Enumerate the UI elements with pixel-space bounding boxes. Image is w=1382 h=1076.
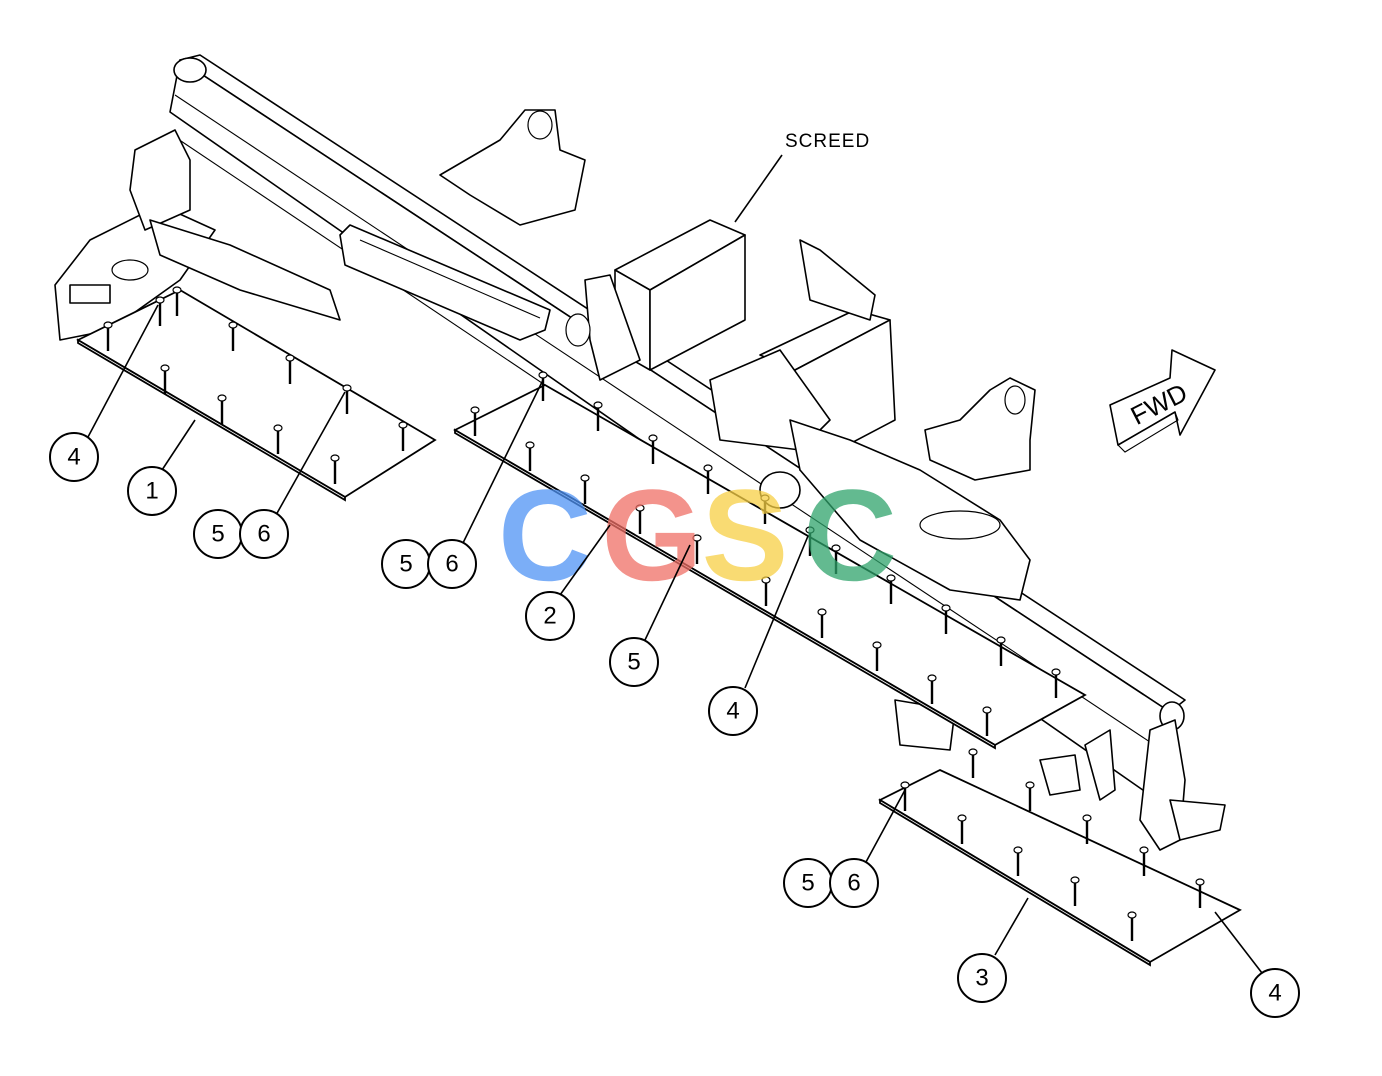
bolt-group: [103, 286, 1205, 941]
bolt: [342, 384, 352, 414]
plate-1: [76, 288, 437, 499]
callout-6-plate1: 6: [239, 509, 289, 559]
bolt: [760, 494, 770, 524]
bolt: [886, 574, 896, 604]
bolt: [538, 371, 548, 401]
callouts: 4 1 5 6 5 6 2 5: [49, 432, 1300, 1018]
callout-5-center: 5: [609, 637, 659, 687]
bolt: [1082, 814, 1092, 844]
bolt: [968, 748, 978, 778]
bolt: [941, 604, 951, 634]
callout-label: 1: [145, 478, 158, 505]
bolt: [160, 364, 170, 394]
bolt: [648, 434, 658, 464]
watermark-letter: C: [803, 462, 897, 608]
screed-callout: SCREED: [734, 131, 870, 223]
callout-label: 6: [257, 521, 270, 548]
callout-4-right: 4: [1250, 968, 1300, 1018]
bolt: [398, 421, 408, 451]
bolt: [927, 674, 937, 704]
bolt: [817, 608, 827, 638]
bolt: [1070, 876, 1080, 906]
bolt: [525, 441, 535, 471]
bolt: [470, 406, 480, 436]
bolt: [703, 464, 713, 494]
callout-1: 1: [127, 466, 177, 516]
bolt: [1195, 878, 1205, 908]
callout-5-plate3: 5: [783, 858, 833, 908]
callout-label: 6: [445, 551, 458, 578]
bottom-plates: [76, 288, 1242, 967]
beam-end-cap-left: [173, 57, 207, 83]
watermark-letter: C: [498, 462, 592, 608]
screed-frame: [54, 54, 1226, 851]
callout-6-plate2: 6: [427, 539, 477, 589]
callout-4-left: 4: [49, 432, 99, 482]
bolt: [155, 296, 165, 326]
callout-label: 4: [1268, 980, 1281, 1007]
watermark-letter: S: [702, 462, 789, 608]
callout-label: 2: [543, 603, 556, 630]
bolt: [172, 286, 182, 316]
bolt: [982, 706, 992, 736]
bolt: [285, 354, 295, 384]
screed-label: SCREED: [785, 131, 870, 152]
bolt: [580, 474, 590, 504]
bolt: [831, 544, 841, 574]
bolt: [996, 636, 1006, 666]
bolt: [593, 401, 603, 431]
bolt: [900, 781, 910, 811]
watermark-letter: G: [601, 462, 702, 608]
bolt: [217, 394, 227, 424]
bolt: [957, 814, 967, 844]
bolt: [1013, 846, 1023, 876]
bolt: [1139, 846, 1149, 876]
callout-label: 4: [67, 444, 80, 471]
callout-label: 6: [847, 870, 860, 897]
callout-6-plate3: 6: [829, 858, 879, 908]
bolt: [692, 534, 702, 564]
tow-lug-center: [439, 109, 586, 226]
bolt: [1127, 911, 1137, 941]
bolt: [1051, 668, 1061, 698]
fwd-arrow: FWD: [1109, 349, 1216, 453]
bolt: [273, 424, 283, 454]
callout-5-plate1: 5: [193, 509, 243, 559]
bolt: [330, 454, 340, 484]
callout-3: 3: [957, 953, 1007, 1003]
callout-leaders: [87, 304, 1263, 974]
bolt: [805, 526, 815, 556]
callout-label: 5: [627, 649, 640, 676]
right-end-bracket: [1084, 729, 1116, 801]
callout-label: 5: [399, 551, 412, 578]
callout-label: 5: [801, 870, 814, 897]
callout-4-center: 4: [708, 686, 758, 736]
plate-3: [878, 769, 1242, 964]
callout-2: 2: [525, 591, 575, 641]
bolt: [1025, 781, 1035, 811]
callout-label: 5: [211, 521, 224, 548]
bolt: [761, 576, 771, 606]
bolt: [103, 321, 113, 351]
bolt: [872, 641, 882, 671]
callout-5-plate2: 5: [381, 539, 431, 589]
callout-label: 3: [975, 965, 988, 992]
bolt: [228, 321, 238, 351]
callout-label: 4: [726, 698, 739, 725]
bolt: [635, 504, 645, 534]
